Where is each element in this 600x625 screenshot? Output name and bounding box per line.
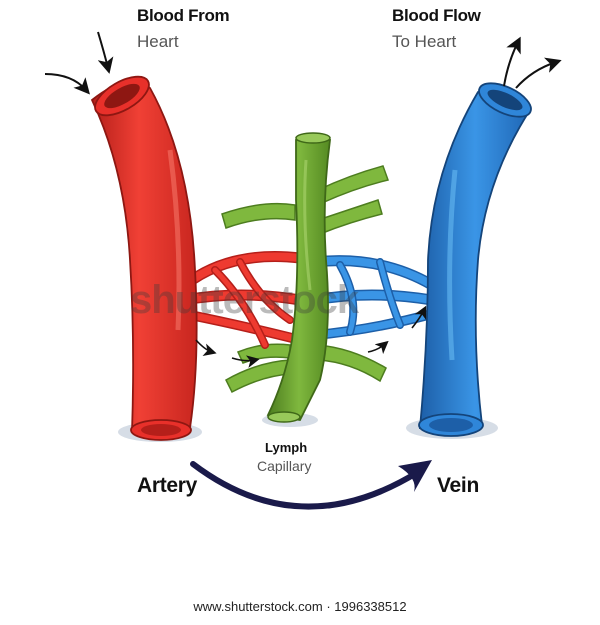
outflow-arrow-1 (503, 36, 521, 87)
outflow-arrows (503, 36, 562, 89)
blood-flow-label: Blood Flow (392, 6, 481, 25)
lymph-branch-upper-right (317, 165, 389, 205)
vein-vessel (418, 82, 532, 437)
artery-vessel (90, 75, 198, 441)
arterial-capillaries (179, 251, 306, 349)
lymph-branch-mid-right (317, 199, 383, 236)
heart-label: Heart (137, 32, 179, 51)
artery-label: Artery (137, 474, 198, 497)
to-heart-label: To Heart (392, 32, 457, 51)
capillary-label: Capillary (257, 458, 312, 474)
lymph-label: Lymph (265, 440, 308, 455)
watermark: shutterstock (130, 278, 359, 322)
lymph-branch-lower-left (225, 359, 291, 394)
artery-to-vein-arrow (190, 460, 432, 510)
blood-from-label: Blood From (137, 6, 230, 25)
inflow-arrow-1 (44, 73, 90, 95)
lymph-branch-lower-right (317, 344, 387, 383)
capillary-flow-arrows (195, 305, 427, 368)
footer-credit: www.shutterstock.com · 1996338512 (193, 599, 407, 614)
lymph-branch-upper-left (221, 202, 296, 229)
lymph-capillary (266, 132, 332, 423)
lymph-capillary-opening (295, 132, 331, 144)
outflow-arrow-2 (515, 57, 562, 89)
vein-label: Vein (437, 474, 479, 497)
inflow-arrows (44, 31, 114, 95)
inflow-arrow-2 (97, 31, 114, 74)
